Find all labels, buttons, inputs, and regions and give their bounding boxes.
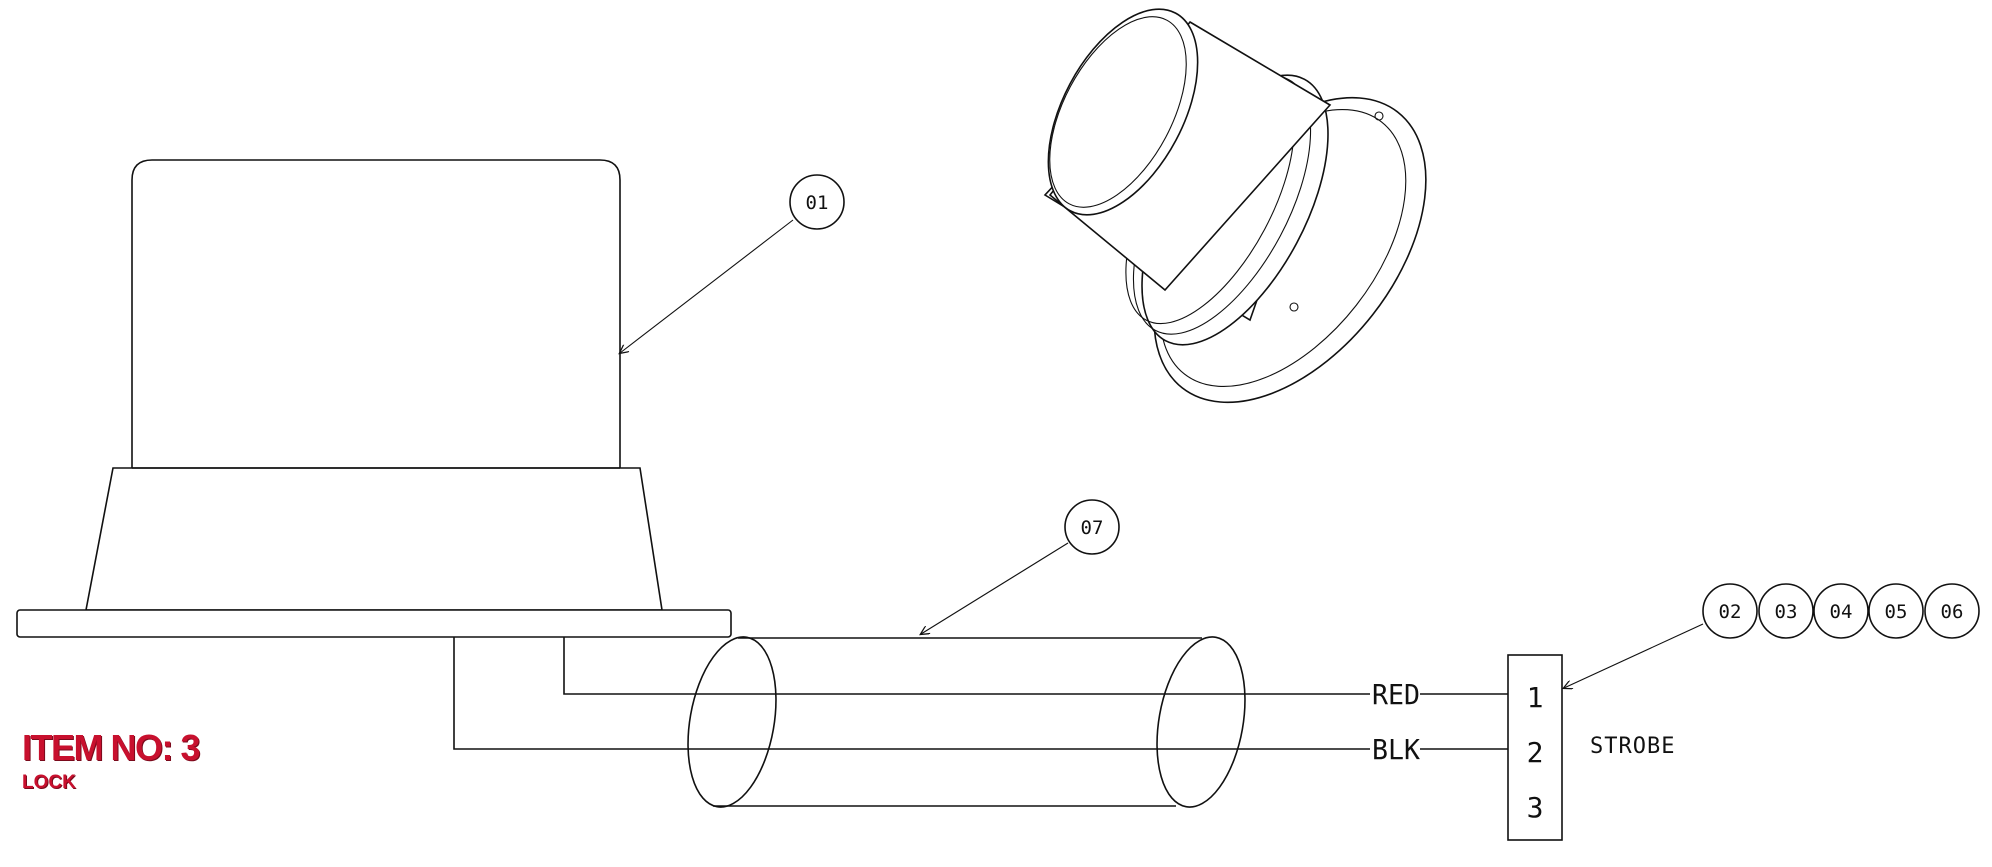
svg-text:07: 07 <box>1081 517 1104 539</box>
svg-text:02: 02 <box>1719 601 1742 623</box>
strobe-base-collar <box>85 467 663 611</box>
red-wire <box>563 637 1370 695</box>
callout-06 <box>1924 583 1980 639</box>
svg-text:01: 01 <box>806 192 829 214</box>
leader-01 <box>620 219 794 353</box>
callout-group: 02 03 04 05 06 <box>1702 583 1980 639</box>
sleeve-end-right <box>1156 636 1246 808</box>
red-wire-label: RED <box>1372 678 1420 711</box>
callout-02 <box>1702 583 1758 639</box>
wire-sleeve <box>687 636 1246 808</box>
svg-text:05: 05 <box>1885 601 1908 623</box>
iso-screw-hole <box>1289 302 1299 312</box>
iso-dome-top <box>1047 8 1199 216</box>
strobe-light-isometric-view <box>1043 8 1427 404</box>
terminal-block-box <box>1507 654 1563 841</box>
svg-text:06: 06 <box>1941 601 1964 623</box>
black-wire-label: BLK <box>1372 733 1420 766</box>
terminal-block: 1 2 3 STROBE <box>1507 654 1675 841</box>
callout-04 <box>1813 583 1869 639</box>
callout-07: 07 <box>1064 499 1120 555</box>
callout-01: 01 <box>789 174 845 230</box>
pin-1-label: 1 <box>1527 681 1544 714</box>
leader-07 <box>921 542 1069 634</box>
callout-05 <box>1868 583 1924 639</box>
callout-03 <box>1758 583 1814 639</box>
sleeve-end-left <box>687 636 777 808</box>
strobe-dome <box>131 159 621 468</box>
svg-text:03: 03 <box>1775 601 1798 623</box>
pin-2-label: 2 <box>1527 736 1544 769</box>
strobe-light-side-view <box>16 159 732 638</box>
leader-02-06 <box>1564 623 1704 688</box>
wire-runs <box>453 637 1508 750</box>
item-name-subtitle: LOCK <box>22 772 76 793</box>
pin-3-label: 3 <box>1527 791 1544 824</box>
strobe-mounting-flange <box>16 609 732 638</box>
iso-screw-hole <box>1374 111 1384 121</box>
svg-text:04: 04 <box>1830 601 1853 623</box>
terminal-name-label: STROBE <box>1590 734 1675 759</box>
item-number-title: ITEM NO: 3 <box>22 727 201 768</box>
black-wire <box>453 637 1370 750</box>
